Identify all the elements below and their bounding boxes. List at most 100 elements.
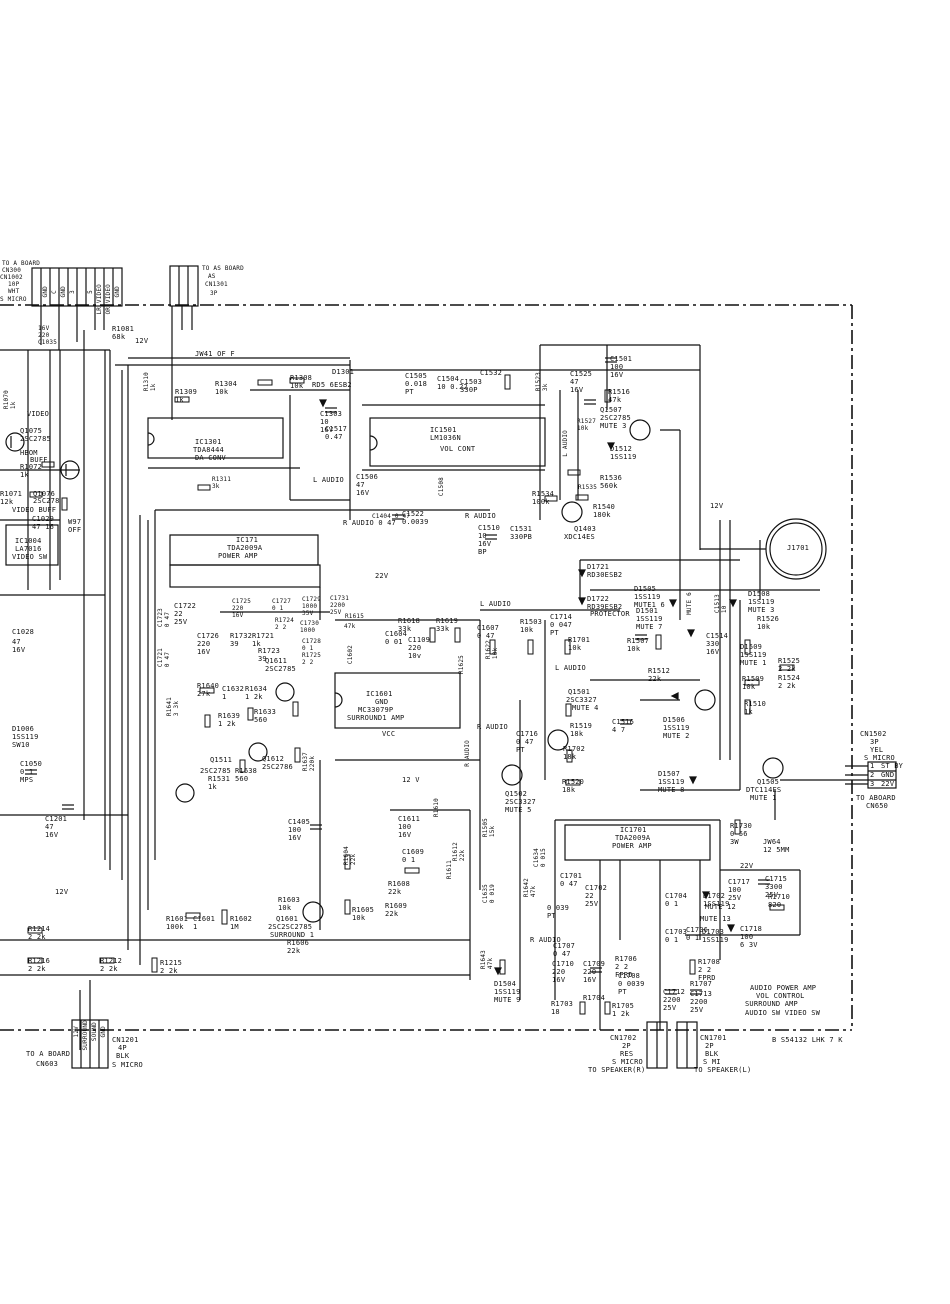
q1511-part: 2SC2785 bbox=[200, 767, 231, 775]
c1726-label: C1726 220 16V bbox=[197, 632, 220, 656]
video-label: VIDEO bbox=[27, 410, 50, 418]
r1606-label: R1606 22k bbox=[287, 939, 310, 955]
mute-section bbox=[480, 520, 868, 820]
c1607-label: C1607 0 47 bbox=[477, 624, 500, 640]
r1534-label: R1534 100k bbox=[532, 490, 555, 506]
q1601-part: 2SC2SC2785 bbox=[268, 923, 313, 931]
c1029-label: C1029 47 16 bbox=[32, 515, 55, 531]
d1722-label: D1722 RD39ESB2 bbox=[587, 595, 623, 611]
r1625-label: R1625 bbox=[458, 655, 465, 675]
cn1201-pin-3: SOUND bbox=[91, 1022, 98, 1042]
r1609-label: R1609 22k bbox=[385, 902, 408, 918]
raudio-label: R AUDIO 0 47 bbox=[343, 519, 396, 527]
v12-label: 12V bbox=[135, 337, 149, 345]
c1510-label: C1510 10 16V BP bbox=[478, 524, 501, 556]
r1311-label: R1311 3k bbox=[212, 476, 232, 490]
r1603-label: R1603 10k bbox=[278, 896, 301, 912]
r1527-label: R1527 10k bbox=[577, 418, 597, 432]
surround-transistors bbox=[175, 682, 324, 923]
ic1004-name: IC1004 bbox=[15, 537, 42, 545]
mute-transistors-top bbox=[539, 344, 701, 620]
r1216-label: R1216 2 2k bbox=[28, 957, 51, 973]
d1508-label: D1508 1SS119 MUTE 3 bbox=[748, 590, 775, 614]
q1501-name: Q1501 bbox=[568, 688, 591, 696]
r1503-label: R1503 10k bbox=[520, 618, 543, 634]
document-number: B S54132 LHK 7 K bbox=[772, 1036, 843, 1044]
ic1004-part: LA7016 bbox=[15, 545, 42, 553]
r1520-label: R1520 18k bbox=[562, 778, 585, 794]
q1403-name: Q1403 bbox=[574, 525, 597, 533]
cn1701-pins: 2P bbox=[705, 1042, 714, 1050]
ic1601-gnd: GND bbox=[375, 698, 389, 706]
c1717-label: C1717 100 25V bbox=[728, 878, 751, 902]
q1076-func: VIDEO BUFF bbox=[12, 506, 57, 514]
r1641-label: R1641 3 3k bbox=[166, 697, 180, 717]
r1638-label: R1638 560 bbox=[235, 767, 258, 783]
q1076-part: 2SC278 bbox=[33, 497, 60, 505]
cn1502-sig2: GND bbox=[881, 771, 895, 779]
cn1502-pin3: 3 bbox=[870, 780, 875, 788]
ic1501-func: VOL CONT bbox=[440, 445, 476, 453]
q1403-part: XDC14ES bbox=[564, 533, 595, 541]
c1303-label: C1303 10 16V bbox=[320, 410, 343, 434]
ic1601-body bbox=[319, 619, 481, 980]
q1612-part: 2SC2786 bbox=[262, 763, 293, 771]
r1536-label: R1536 560k bbox=[600, 474, 623, 490]
c1050-label: C1050 0 1 MPS bbox=[20, 760, 43, 784]
q1076-name: Q1076 bbox=[33, 490, 56, 498]
cn1701-to: TO SPEAKER(L) bbox=[694, 1066, 752, 1074]
c1632-label: C1632 1 bbox=[222, 685, 245, 701]
r1704-label: R1704 bbox=[583, 994, 606, 1002]
ic1701-name: IC1701 bbox=[620, 826, 647, 834]
connector-cn1502 bbox=[845, 761, 897, 789]
r1519-label: R1519 18k bbox=[570, 722, 593, 738]
r1531-label: R1531 1k bbox=[208, 775, 231, 791]
ic1601-part: MC33079P bbox=[358, 706, 394, 714]
q1611-name: Q1611 bbox=[265, 657, 288, 665]
q1502-part: 2SC3327 bbox=[505, 798, 536, 806]
raudio-vert: R AUDIO bbox=[464, 740, 471, 767]
r1525-label: R1525 2 2k bbox=[778, 657, 801, 673]
q1511-name: Q1511 bbox=[210, 756, 233, 764]
ic1501-body bbox=[250, 360, 700, 520]
ic1301-name: IC1301 bbox=[195, 438, 222, 446]
connector-cn1301 bbox=[169, 265, 199, 420]
r1535-label: R1535 bbox=[578, 484, 598, 491]
c1522-label: C1522 0.0039 bbox=[402, 510, 429, 526]
c1723-label: C1723 0 47 bbox=[157, 608, 171, 628]
q1507-name: Q1507 bbox=[600, 406, 623, 414]
c1635-label: C1635 0 019 bbox=[482, 884, 496, 904]
r1710-label: R1710 820 bbox=[768, 893, 791, 909]
cn1502-pins: 3P bbox=[870, 738, 879, 746]
d1506-label: D1506 1SS119 MUTE 2 bbox=[663, 716, 690, 740]
r1304-label: R1304 10k bbox=[215, 380, 238, 396]
c1508-label: C1508 bbox=[438, 477, 445, 497]
cn1201-pin-4: GND bbox=[100, 1026, 107, 1038]
capacitor-symbols bbox=[25, 357, 770, 995]
r1507-label: R1507 10k bbox=[627, 637, 650, 653]
pin-label: GND bbox=[60, 286, 67, 298]
c1730-label: C1730 1000 bbox=[300, 620, 320, 634]
v12-label-b: 12V bbox=[710, 502, 724, 510]
d1301-label: D1301 bbox=[332, 368, 355, 376]
j1701-label: J1701 bbox=[787, 544, 810, 552]
cn1502-sig1: ST BY bbox=[881, 762, 904, 770]
q1505-func: MUTE 1 bbox=[750, 794, 777, 802]
c1706-label: C1706 0 1 bbox=[686, 926, 709, 942]
c1709-label: C1709 220 16V bbox=[583, 960, 606, 984]
d1507-label: D1507 1SS119 MUTE 8 bbox=[658, 770, 685, 794]
pin-label: LR VIDEO bbox=[96, 284, 103, 315]
c1506-label: C1506 47 16V bbox=[356, 473, 379, 497]
r1619-label: R1619 33k bbox=[436, 617, 459, 633]
ic1701-part: TDA2009A bbox=[615, 834, 651, 842]
cn1701-type: S MI bbox=[703, 1058, 721, 1066]
mute6-vert: MUTE 6 bbox=[686, 592, 693, 615]
c1517-label: C1517 0.47 bbox=[325, 425, 348, 441]
conn-cn1002-line6: S MICRO bbox=[0, 296, 27, 303]
cn1702-name: CN1702 bbox=[610, 1034, 637, 1042]
q1505-name: Q1505 bbox=[757, 778, 780, 786]
diode-symbols bbox=[319, 399, 737, 976]
r1615-label: R1615 bbox=[345, 613, 365, 620]
r1633-label: R1633 560 bbox=[254, 708, 277, 724]
cn1702-color: RES bbox=[620, 1050, 634, 1058]
